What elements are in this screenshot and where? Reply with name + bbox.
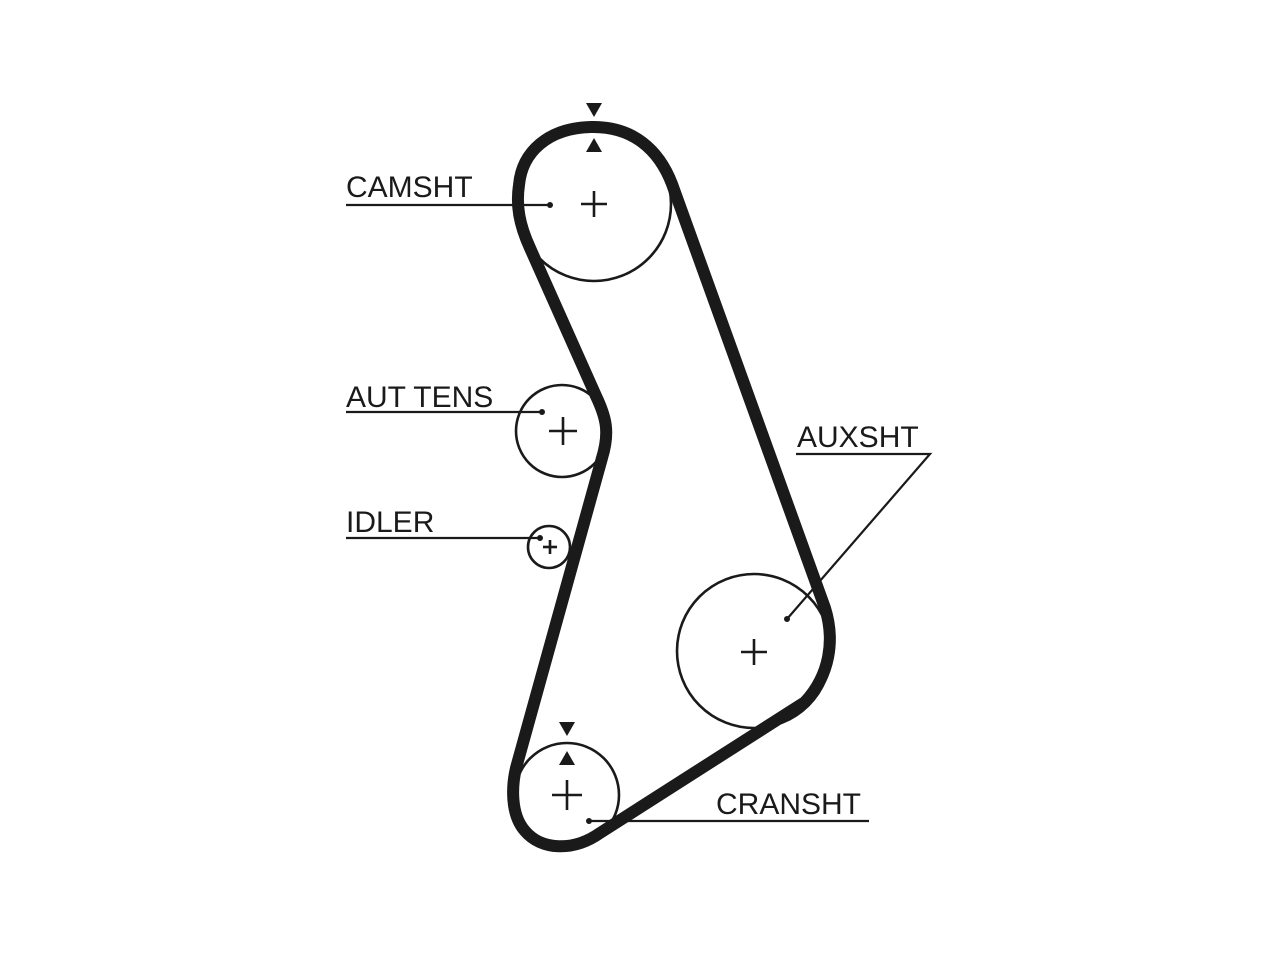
tensioner-label: AUT TENS — [346, 381, 493, 414]
crankshaft-timing-mark-icon — [559, 722, 575, 765]
idler-center-cross — [543, 540, 557, 554]
camshaft-leader — [346, 202, 553, 208]
idler-label: IDLER — [346, 506, 434, 539]
crankshaft-leader — [586, 818, 869, 824]
auxiliary-leader — [784, 452, 933, 622]
crankshaft-label: CRANSHT — [716, 788, 861, 821]
auxiliary-center-cross — [741, 639, 767, 665]
tensioner-leader — [346, 409, 545, 415]
camshaft-center-cross — [581, 191, 607, 217]
tensioner-center-cross — [549, 417, 577, 445]
idler-leader — [346, 535, 543, 541]
timing-belt — [507, 120, 836, 853]
auxiliary-label: AUXSHT — [797, 421, 919, 454]
camshaft-label: CAMSHT — [346, 171, 473, 204]
crankshaft-center-cross — [552, 780, 582, 810]
camshaft-timing-mark-icon — [586, 103, 602, 152]
